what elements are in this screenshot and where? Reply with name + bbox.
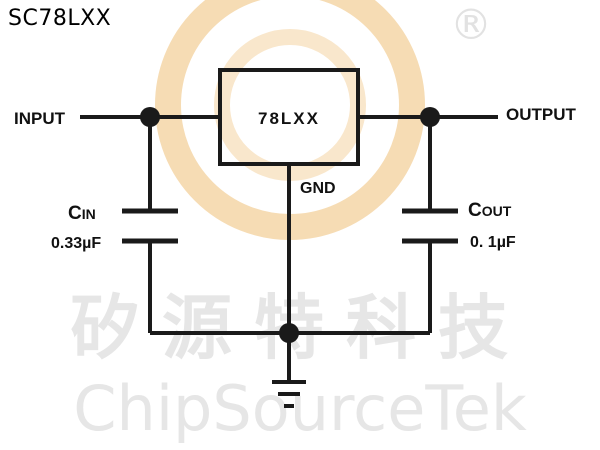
input-junction-dot — [140, 107, 160, 127]
watermark-english-text: ChipSourceTek — [73, 372, 527, 445]
cin-label: CIN — [68, 203, 96, 224]
cout-value: 0. 1µF — [470, 234, 516, 251]
registered-mark: ® — [450, 0, 492, 49]
output-label: OUTPUT — [506, 105, 577, 124]
regulator-label: 78LXX — [258, 109, 320, 128]
input-label: INPUT — [14, 109, 66, 128]
cout-label: COUT — [468, 200, 512, 221]
cout-label-main: C — [468, 200, 482, 221]
cin-label-main: C — [68, 203, 82, 224]
part-number-title: SC78LXX — [8, 6, 112, 31]
ground-junction-dot — [279, 323, 299, 343]
cin-label-sub: IN — [82, 206, 96, 222]
gnd-label: GND — [300, 180, 336, 197]
cout-label-sub: OUT — [482, 203, 512, 219]
output-junction-dot — [420, 107, 440, 127]
cin-value: 0.33µF — [51, 235, 101, 252]
